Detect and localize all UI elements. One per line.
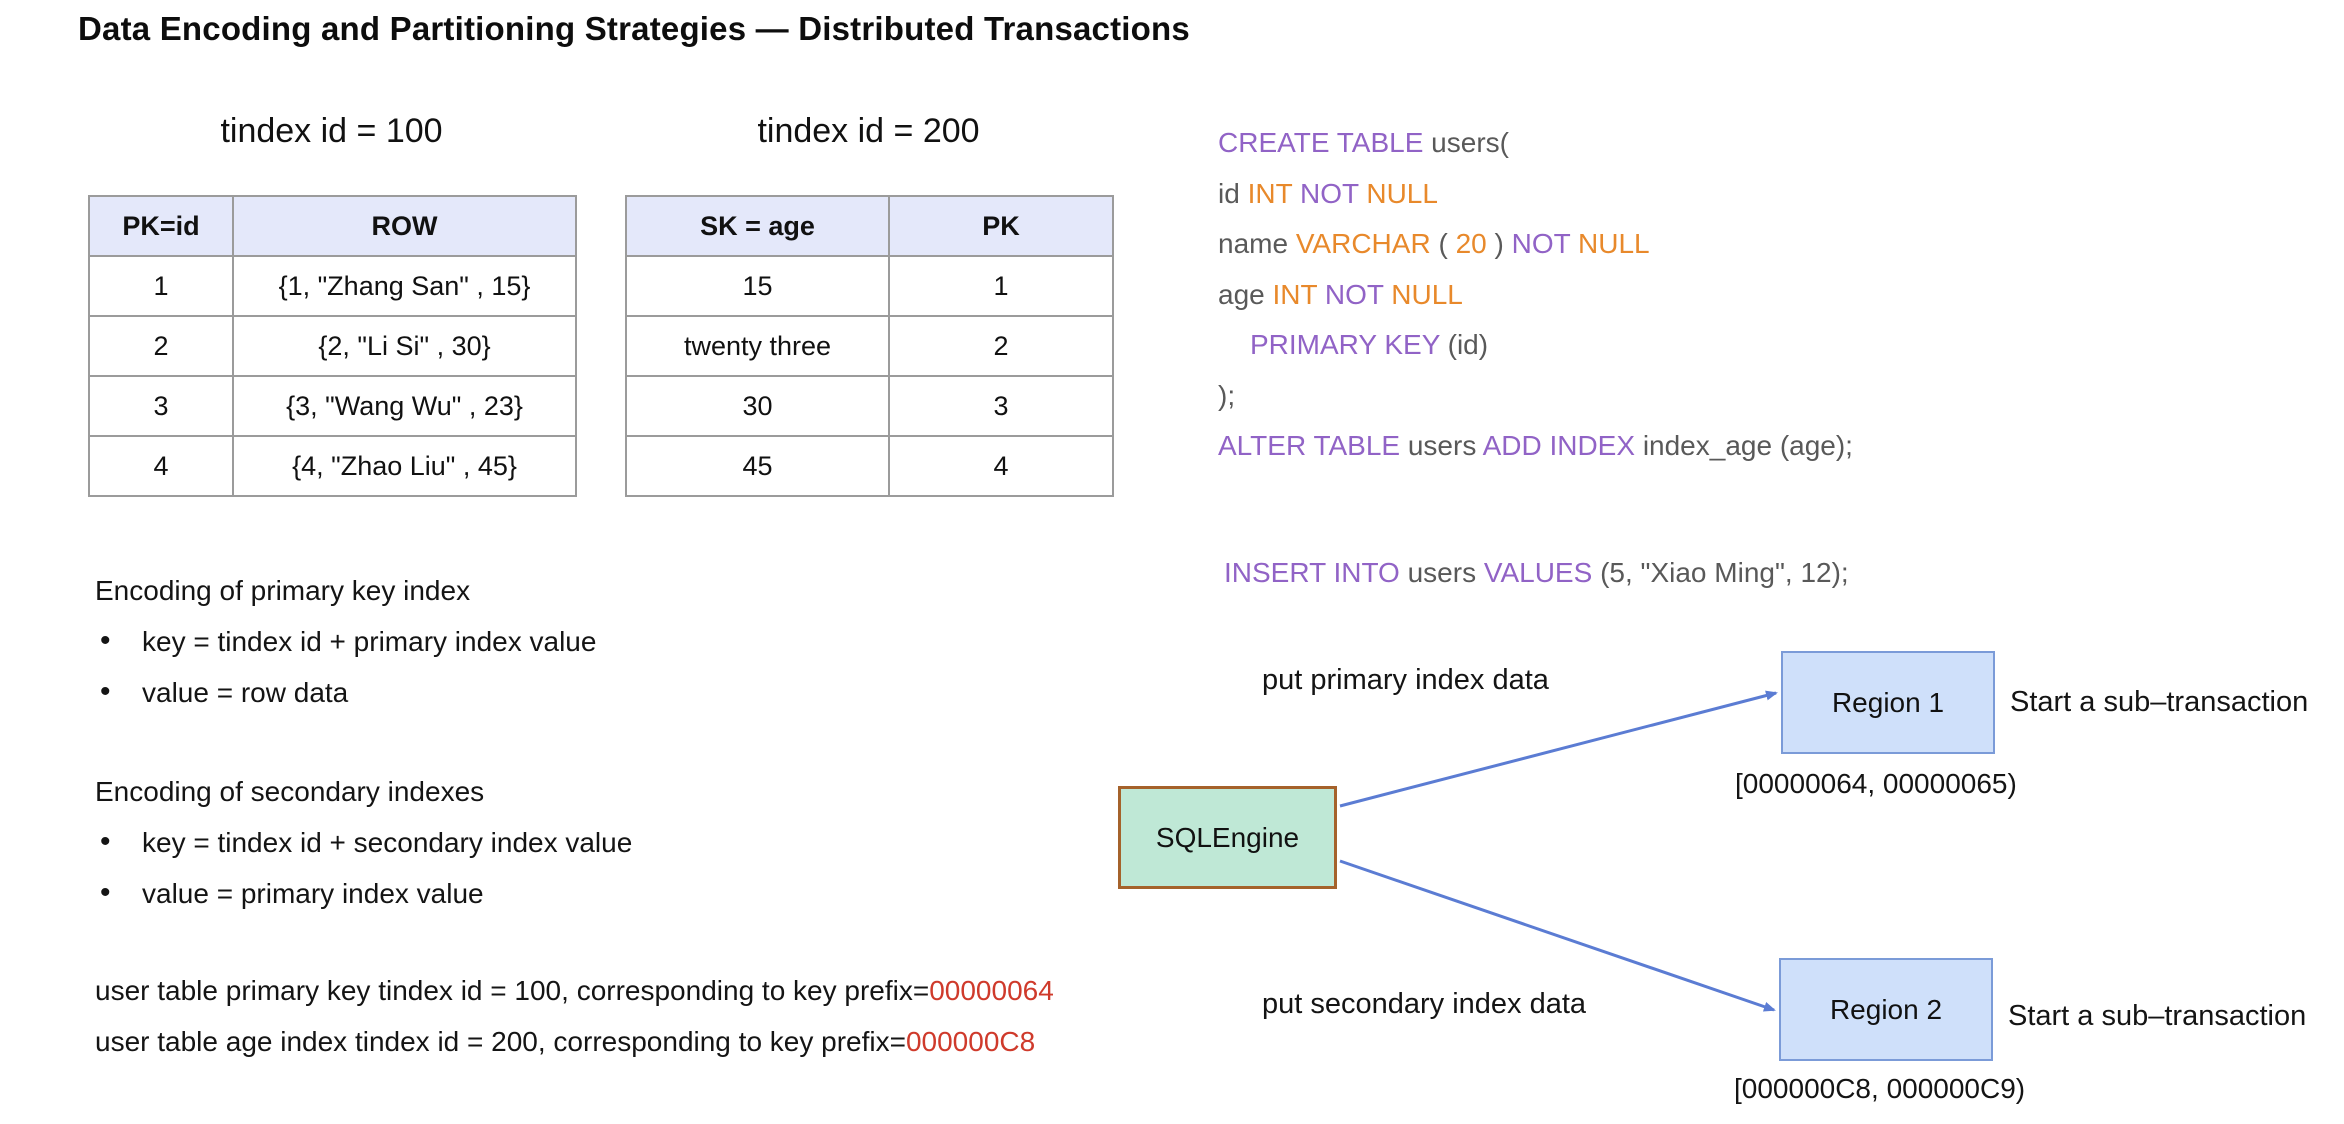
table-cell: 4 bbox=[888, 435, 1114, 497]
sqlengine-box: SQLEngine bbox=[1118, 786, 1337, 889]
table-header-cell: PK bbox=[888, 195, 1114, 257]
sql-token: id bbox=[1218, 177, 1248, 209]
region-1-label: Region 1 bbox=[1831, 686, 1945, 718]
sql-line: id INT NOT NULL bbox=[1218, 169, 1853, 220]
table-cell: 3 bbox=[88, 375, 234, 437]
sql-token: NOT bbox=[1324, 278, 1392, 310]
encoding-primary-heading: Encoding of primary key index bbox=[95, 575, 471, 606]
table-header-cell: SK = age bbox=[625, 195, 890, 257]
region-2-key-range: [000000C8, 000000C9) bbox=[1734, 1073, 2026, 1104]
sql-token: users bbox=[1407, 430, 1483, 461]
sql-token: users bbox=[1407, 557, 1484, 588]
table-cell: {2, "Li Si" , 30} bbox=[232, 315, 577, 377]
table-cell: 2 bbox=[88, 315, 234, 377]
region-2-action-label: Start a sub–transaction bbox=[2008, 1000, 2307, 1032]
table-cell: 15 bbox=[625, 255, 890, 317]
sql-insert-statement: INSERT INTO users VALUES (5, "Xiao Ming"… bbox=[1224, 548, 1849, 599]
note-age-index-prefix: user table age index tindex id = 200, co… bbox=[95, 1026, 1035, 1058]
region-1-action-label: Start a sub–transaction bbox=[2010, 686, 2309, 718]
table-header-cell: PK=id bbox=[88, 195, 234, 257]
table-cell: 45 bbox=[625, 435, 890, 497]
sql-token: (5, "Xiao Ming", 12); bbox=[1600, 557, 1849, 588]
sql-token: PRIMARY KEY bbox=[1250, 329, 1448, 360]
encoding-primary-bullet-key: key = tindex id + primary index value bbox=[100, 624, 596, 658]
table-cell: 3 bbox=[888, 375, 1114, 437]
sql-token: ( bbox=[1438, 228, 1456, 259]
label-put-primary-index-data: put primary index data bbox=[1262, 664, 1549, 696]
table-cell: 4 bbox=[88, 435, 234, 497]
note-text: user table age index tindex id = 200, co… bbox=[95, 1026, 906, 1057]
table-cell: 1 bbox=[888, 255, 1114, 317]
table-row: 1{1, "Zhang San" , 15} bbox=[88, 255, 577, 317]
sql-token: NULL bbox=[1578, 228, 1650, 259]
table-row: 3{3, "Wang Wu" , 23} bbox=[88, 375, 577, 437]
encoding-primary-bullet-value: value = row data bbox=[100, 675, 348, 709]
sql-line: name VARCHAR ( 20 ) NOT NULL bbox=[1218, 219, 1853, 270]
sql-token: NULL bbox=[1391, 278, 1463, 310]
table-caption-secondary: tindex id = 200 bbox=[757, 112, 980, 150]
sql-line: INSERT INTO users VALUES (5, "Xiao Ming"… bbox=[1224, 548, 1849, 599]
sql-token: INT bbox=[1272, 278, 1325, 310]
sql-token: VARCHAR bbox=[1295, 228, 1439, 259]
page-title: Data Encoding and Partitioning Strategie… bbox=[78, 10, 1190, 47]
arrow-to-region-1 bbox=[1339, 690, 1778, 808]
sql-token: INT bbox=[1247, 177, 1300, 209]
encoding-secondary-heading: Encoding of secondary indexes bbox=[95, 776, 485, 807]
region-1-box: Region 1 bbox=[1781, 651, 1995, 754]
table-cell: {3, "Wang Wu" , 23} bbox=[232, 375, 577, 437]
sql-line: PRIMARY KEY (id) bbox=[1218, 320, 1853, 371]
table-cell: {4, "Zhao Liu" , 45} bbox=[232, 435, 577, 497]
note-highlight-primary: 00000064 bbox=[929, 975, 1054, 1006]
sqlengine-label: SQLEngine bbox=[1155, 821, 1300, 853]
sql-line: CREATE TABLE users( bbox=[1218, 118, 1853, 169]
sql-token: INSERT INTO bbox=[1224, 557, 1408, 588]
sql-token: name bbox=[1218, 228, 1296, 259]
note-highlight-secondary: 000000C8 bbox=[905, 1026, 1036, 1057]
note-primary-key-prefix: user table primary key tindex id = 100, … bbox=[95, 975, 1054, 1007]
sql-token: (id) bbox=[1447, 329, 1489, 360]
sql-line: ALTER TABLE users ADD INDEX index_age (a… bbox=[1218, 421, 1853, 472]
table-caption-primary: tindex id = 100 bbox=[220, 112, 443, 150]
encoding-secondary-bullet-value: value = primary index value bbox=[100, 876, 484, 910]
table-cell: 30 bbox=[625, 375, 890, 437]
note-text: user table primary key tindex id = 100, … bbox=[95, 975, 930, 1006]
table-cell: 1 bbox=[88, 255, 234, 317]
sql-token: users( bbox=[1423, 127, 1509, 158]
region-2-box: Region 2 bbox=[1779, 958, 1993, 1061]
label-put-secondary-index-data: put secondary index data bbox=[1262, 988, 1587, 1020]
sql-token: index_age (age); bbox=[1642, 430, 1853, 461]
table-cell: 2 bbox=[888, 315, 1114, 377]
sql-token: ) bbox=[1486, 228, 1512, 259]
sql-token: NOT bbox=[1511, 228, 1578, 259]
table-row: 2{2, "Li Si" , 30} bbox=[88, 315, 577, 377]
sql-token: CREATE TABLE bbox=[1218, 127, 1424, 158]
sql-token: NULL bbox=[1366, 177, 1438, 209]
table-cell: twenty three bbox=[625, 315, 890, 377]
sql-token: age bbox=[1218, 278, 1273, 310]
region-1-key-range: [00000064, 00000065) bbox=[1735, 768, 2017, 799]
sql-line: age INT NOT NULL bbox=[1218, 270, 1853, 321]
sql-token: 20 bbox=[1455, 228, 1487, 259]
table-header-cell: ROW bbox=[232, 195, 577, 257]
sql-token: ADD INDEX bbox=[1482, 430, 1643, 461]
encoding-secondary-bullet-key: key = tindex id + secondary index value bbox=[100, 825, 632, 859]
sql-token: ); bbox=[1218, 379, 1236, 411]
sql-token: ALTER TABLE bbox=[1218, 430, 1408, 461]
table-row: 4{4, "Zhao Liu" , 45} bbox=[88, 435, 577, 497]
sql-token: VALUES bbox=[1483, 557, 1601, 588]
sql-line: ); bbox=[1218, 371, 1853, 422]
region-2-label: Region 2 bbox=[1829, 993, 1943, 1025]
table-cell: {1, "Zhang San" , 15} bbox=[232, 255, 577, 317]
sql-token: NOT bbox=[1299, 177, 1367, 209]
